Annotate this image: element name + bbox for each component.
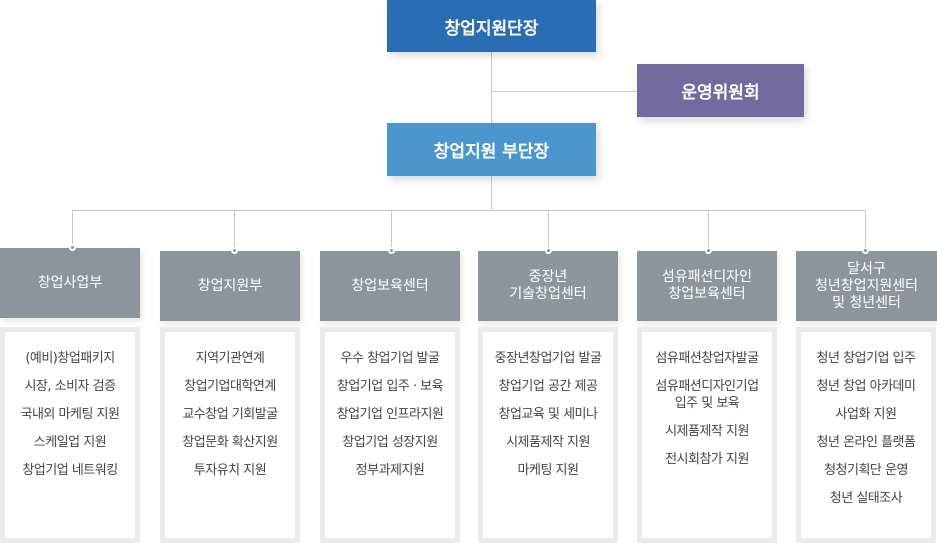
department-4: 중장년 기술창업센터 bbox=[478, 251, 618, 321]
task-item: 청년 창업기업 입주 bbox=[816, 351, 916, 366]
task-item: 창업기업 입주 · 보육 bbox=[336, 379, 444, 394]
connector-dept-4 bbox=[548, 210, 549, 251]
task-item: 창업문화 확산지원 bbox=[182, 435, 278, 450]
task-item: 섬유패션디자인기업 입주 및 보육 bbox=[655, 379, 759, 411]
connector-dot-1 bbox=[69, 244, 76, 251]
department-1-tasks: (예비)창업패키지 시장, 소비자 검증 국내외 마케팅 지원 스케일업 지원 … bbox=[0, 327, 140, 543]
department-2-tasks: 지역기관연계 창업기업대학연계 교수창업 기회발굴 창업문화 확산지원 투자유치… bbox=[160, 327, 300, 543]
steering-committee: 운영위원회 bbox=[637, 64, 804, 117]
committee-label: 운영위원회 bbox=[681, 83, 760, 103]
task-item: 국내외 마케팅 지원 bbox=[20, 407, 120, 422]
connector-dept-3 bbox=[391, 210, 392, 251]
connector-dot-2 bbox=[231, 247, 238, 254]
connector-dept-6 bbox=[865, 210, 866, 251]
department-6-tasks: 청년 창업기업 입주 청년 창업 아카데미 사업화 지원 청년 온라인 플랫폼 … bbox=[796, 327, 936, 543]
department-6-label: 달서구 청년창업지원센터 및 청년센터 bbox=[814, 260, 919, 311]
department-2-label: 창업지원부 bbox=[197, 277, 263, 294]
task-item: 시제품제작 지원 bbox=[506, 435, 590, 450]
vice-head-label: 창업지원 부단장 bbox=[433, 142, 550, 162]
connector-dot-3 bbox=[388, 247, 395, 254]
task-item: 청년 온라인 플랫폼 bbox=[816, 435, 916, 450]
connector-dot-4 bbox=[545, 247, 552, 254]
department-3: 창업보육센터 bbox=[320, 251, 460, 321]
department-4-tasks: 중장년창업기업 발굴 창업기업 공간 제공 창업교육 및 세미나 시제품제작 지… bbox=[478, 327, 618, 543]
connector-dot-6 bbox=[862, 247, 869, 254]
task-item: 시장, 소비자 검증 bbox=[24, 379, 116, 394]
connector-horizontal-bus bbox=[72, 210, 865, 211]
task-item: 창업기업 공간 제공 bbox=[498, 379, 598, 394]
head-of-startup-support: 창업지원단장 bbox=[387, 0, 596, 52]
task-item: 교수창업 기회발굴 bbox=[182, 407, 278, 422]
connector-dept-5 bbox=[708, 210, 709, 251]
department-3-label: 창업보육센터 bbox=[351, 277, 429, 294]
department-2: 창업지원부 bbox=[160, 251, 300, 321]
task-item: 청년 창업 아카데미 bbox=[816, 379, 916, 394]
task-item: 지역기관연계 bbox=[195, 351, 265, 366]
vice-head: 창업지원 부단장 bbox=[387, 123, 596, 176]
department-5: 섬유패션디자인 창업보육센터 bbox=[637, 251, 777, 321]
task-item: 시제품제작 지원 bbox=[665, 424, 749, 439]
department-3-tasks: 우수 창업기업 발굴 창업기업 입주 · 보육 창업기업 인프라지원 창업기업 … bbox=[320, 327, 460, 543]
connector-dept-2 bbox=[234, 210, 235, 251]
task-item: 사업화 지원 bbox=[835, 407, 897, 422]
task-item: 섬유패션창업자발굴 bbox=[655, 351, 759, 366]
task-item: 창업기업대학연계 bbox=[184, 379, 276, 394]
task-item: 전시회참가 지원 bbox=[665, 452, 749, 467]
task-item: 청청기획단 운영 bbox=[824, 463, 908, 478]
task-item: 창업기업 네트워킹 bbox=[22, 463, 118, 478]
connector-dot-5 bbox=[705, 247, 712, 254]
task-item: 정부과제지원 bbox=[355, 463, 425, 478]
connector-committee bbox=[491, 91, 637, 92]
task-item: 창업교육 및 세미나 bbox=[498, 407, 598, 422]
department-1-label: 창업사업부 bbox=[37, 274, 103, 291]
task-item: (예비)창업패키지 bbox=[25, 351, 115, 366]
task-item: 우수 창업기업 발굴 bbox=[340, 351, 440, 366]
department-6: 달서구 청년창업지원센터 및 청년센터 bbox=[796, 251, 937, 321]
task-item: 창업기업 성장지원 bbox=[342, 435, 438, 450]
head-label: 창업지원단장 bbox=[444, 18, 539, 39]
department-5-tasks: 섬유패션창업자발굴 섬유패션디자인기업 입주 및 보육 시제품제작 지원 전시회… bbox=[637, 327, 777, 543]
connector-head-vice bbox=[491, 52, 492, 124]
task-item: 투자유치 지원 bbox=[193, 463, 267, 478]
connector-vice-down bbox=[491, 176, 492, 210]
connector-dept-1 bbox=[72, 210, 73, 248]
department-1: 창업사업부 bbox=[0, 248, 140, 318]
task-item: 중장년창업기업 발굴 bbox=[494, 351, 602, 366]
task-item: 창업기업 인프라지원 bbox=[336, 407, 444, 422]
department-4-label: 중장년 기술창업센터 bbox=[509, 269, 587, 302]
task-item: 스케일업 지원 bbox=[33, 435, 107, 450]
department-5-label: 섬유패션디자인 창업보육센터 bbox=[661, 269, 753, 302]
task-item: 청년 실태조사 bbox=[829, 491, 903, 506]
task-item: 마케팅 지원 bbox=[517, 463, 579, 478]
